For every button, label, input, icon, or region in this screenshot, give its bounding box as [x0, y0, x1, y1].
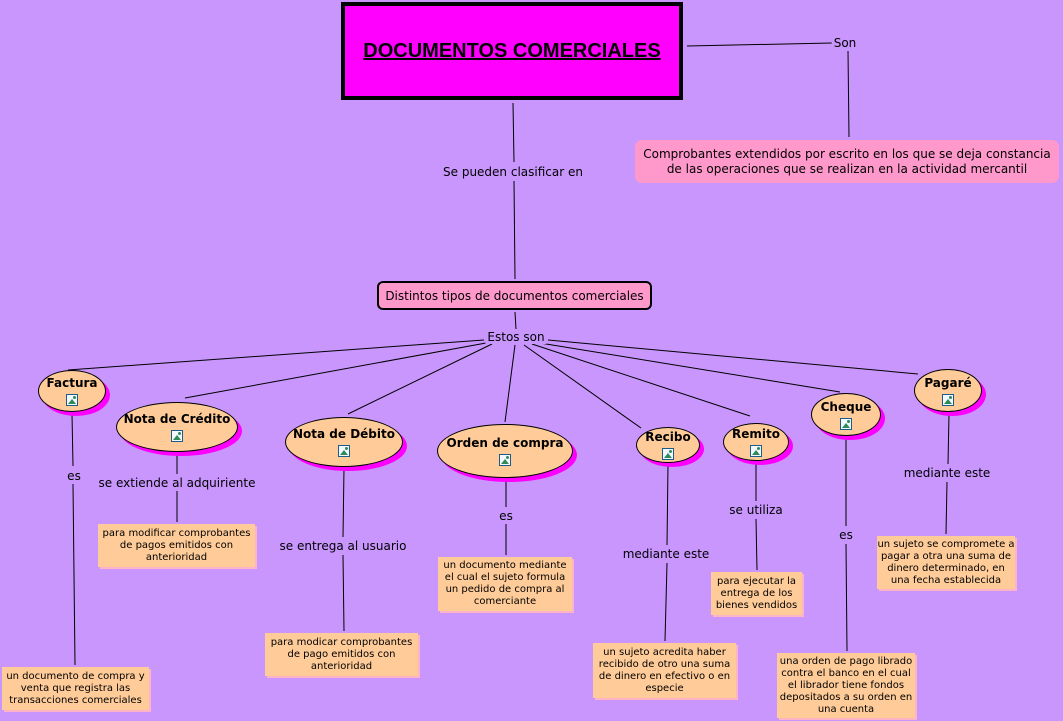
connector [666, 463, 669, 546]
desc-text: un documento mediante el cual el sujeto … [443, 560, 567, 607]
connector [512, 102, 515, 163]
link-classify: Se pueden clasificar en [441, 165, 585, 179]
connector [686, 42, 833, 47]
connector [523, 344, 642, 429]
concept-remito[interactable]: Remito [723, 423, 789, 461]
connector [539, 342, 841, 393]
link-pagare: mediante este [901, 466, 993, 480]
connector [71, 413, 74, 467]
category-box[interactable]: Distintos tipos de documentos comerciale… [377, 281, 652, 310]
connector [342, 467, 345, 538]
connector [547, 339, 919, 375]
desc-text: para ejecutar la entrega de los bienes v… [715, 575, 798, 611]
link-remito: se utiliza [727, 503, 785, 517]
link-factura: es [65, 469, 83, 483]
desc-text: una orden de pago librado contra el banc… [779, 655, 913, 715]
connector [67, 339, 485, 371]
desc-nota-credito[interactable]: para modificar comprobantes de pagos emi… [98, 524, 255, 567]
connector [845, 543, 848, 652]
link-estos-son: Estos son [485, 330, 547, 344]
image-icon[interactable] [840, 417, 852, 430]
desc-factura[interactable]: un documento de compra y venta que regis… [2, 667, 149, 710]
concept-nota-debito[interactable]: Nota de Débito [285, 417, 403, 467]
connector [72, 483, 76, 666]
concept-label: Nota de Crédito [123, 412, 231, 426]
desc-remito[interactable]: para ejecutar la entrega de los bienes v… [711, 572, 802, 615]
image-icon[interactable] [171, 430, 183, 442]
desc-text: para modificar comprobantes de pagos emi… [102, 527, 251, 563]
desc-text: para modicar comprobantes de pago emitid… [270, 636, 413, 672]
connector [847, 50, 850, 138]
concept-label: Factura [46, 376, 98, 390]
concept-label: Cheque [820, 399, 872, 414]
concept-label: Recibo [645, 430, 691, 444]
connector [347, 343, 493, 415]
image-icon[interactable] [338, 445, 350, 457]
image-icon[interactable] [750, 445, 762, 457]
connector [504, 344, 516, 423]
connector [755, 518, 758, 571]
connector [531, 343, 751, 417]
definition-box[interactable]: Comprobantes extendidos por escrito en l… [635, 140, 1059, 183]
image-icon[interactable] [499, 454, 511, 466]
concept-nota-credito[interactable]: Nota de Crédito [116, 402, 238, 452]
definition-text: Comprobantes extendidos por escrito en l… [643, 146, 1051, 176]
concept-recibo[interactable]: Recibo [636, 427, 700, 463]
image-icon[interactable] [942, 393, 954, 406]
link-recibo: mediante este [620, 547, 712, 561]
connector [945, 481, 948, 535]
desc-recibo[interactable]: un sujeto acredita haber recibido de otr… [593, 643, 736, 698]
link-nota-credito: se extiende al adquiriente [96, 476, 258, 490]
category-text: Distintos tipos de documentos comerciale… [385, 288, 644, 303]
image-icon[interactable] [662, 448, 674, 460]
connector [947, 413, 950, 465]
concept-factura[interactable]: Factura [38, 370, 106, 412]
concept-orden-compra[interactable]: Orden de compra [437, 424, 573, 478]
desc-text: un documento de compra y venta que regis… [6, 670, 145, 706]
concept-label: Orden de compra [446, 436, 564, 450]
concept-label: Nota de Débito [293, 427, 395, 441]
desc-orden-compra[interactable]: un documento mediante el cual el sujeto … [438, 557, 572, 611]
connector [342, 554, 345, 632]
connector [514, 311, 517, 330]
image-icon[interactable] [66, 394, 78, 406]
concept-label: Pagaré [924, 375, 972, 390]
concept-label: Remito [732, 427, 780, 441]
desc-nota-debito[interactable]: para modicar comprobantes de pago emitid… [265, 633, 418, 676]
connector [184, 342, 487, 399]
concept-pagare[interactable]: Pagaré [914, 369, 982, 412]
desc-text: un sujeto acredita haber recibido de otr… [598, 646, 731, 694]
desc-text: un sujeto se compromete a pagar a otra u… [877, 538, 1015, 586]
main-title: DOCUMENTOS COMERCIALES [363, 39, 661, 62]
link-orden-compra: es [497, 509, 515, 523]
connector [664, 562, 668, 642]
link-nota-debito: se entrega al usuario [277, 539, 409, 553]
desc-cheque[interactable]: una orden de pago librado contra el banc… [777, 653, 915, 718]
desc-pagare[interactable]: un sujeto se compromete a pagar a otra u… [877, 536, 1015, 589]
concept-cheque[interactable]: Cheque [811, 393, 881, 436]
link-son: Son [831, 36, 859, 50]
link-cheque: es [837, 528, 855, 542]
connector [513, 180, 516, 280]
main-title-box[interactable]: DOCUMENTOS COMERCIALES [341, 2, 683, 100]
